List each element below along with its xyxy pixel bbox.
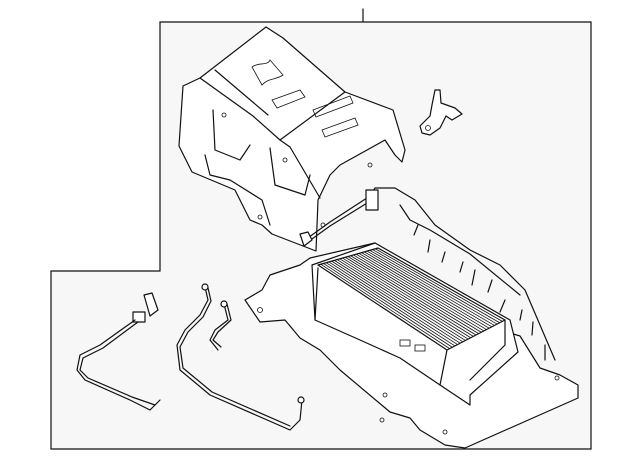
cooling-fin [369,249,498,325]
cooling-fin [358,253,487,330]
cooling-fin [320,263,450,349]
cooling-fin [366,250,495,326]
cooling-fin [364,251,493,328]
wiring-harness-upper [299,187,556,361]
cooling-fin [345,256,474,337]
cooling-fin [334,260,464,343]
cooling-fin [361,252,490,329]
cooling-fin [350,255,479,334]
cooling-fin [336,259,466,341]
cooling-fin [342,257,471,339]
cooling-fin [323,263,453,348]
cooling-fin [353,254,482,333]
battery-tray-part [244,242,579,449]
cooling-fins [320,248,503,349]
cooling-fin [328,261,458,345]
cooling-fin [325,262,456,347]
cooling-fin [355,253,485,332]
cable-middle [176,283,305,431]
cooling-fin [347,256,477,336]
upper-cover-part [178,26,406,252]
cooling-fin [339,258,469,340]
bracket-part [419,89,463,136]
cooling-fin [331,260,461,344]
cable-short [209,300,232,351]
cable-left [76,292,161,411]
cooling-fin [372,249,500,324]
cooling-fin [375,248,503,322]
